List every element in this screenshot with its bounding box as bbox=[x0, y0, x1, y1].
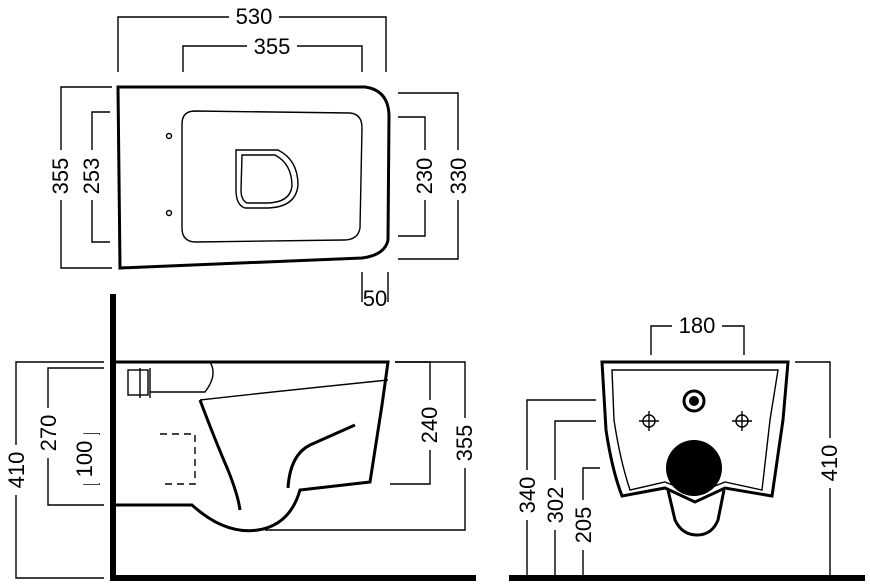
fixing-hole-icon bbox=[165, 132, 173, 140]
wall-line bbox=[110, 294, 476, 581]
rear-view: 180 410 340 302 205 bbox=[509, 313, 865, 581]
dim-height-c: 205 bbox=[571, 507, 596, 544]
dim-side-total-height: 410 bbox=[4, 452, 29, 489]
side-view-inner-bowl bbox=[198, 399, 242, 511]
dim-front-offset: 50 bbox=[363, 286, 387, 311]
top-view-drain-inner bbox=[240, 154, 293, 204]
top-view-outline bbox=[116, 85, 391, 270]
dim-back-depth: 330 bbox=[446, 158, 471, 195]
top-view-inner-rim bbox=[181, 110, 363, 243]
waste-outlet-icon bbox=[666, 440, 722, 496]
dim-bolt-spacing: 180 bbox=[679, 313, 716, 338]
dim-seat-width: 355 bbox=[254, 34, 291, 59]
hidden-outlet bbox=[160, 433, 196, 485]
top-view: 530 355 355 253 230 330 50 bbox=[48, 4, 471, 311]
dim-overall-depth: 355 bbox=[48, 158, 73, 195]
rear-view-body bbox=[600, 360, 790, 504]
dim-height-a: 340 bbox=[515, 477, 540, 514]
fixing-hole-icon bbox=[165, 209, 173, 217]
dim-rear-total-height: 410 bbox=[817, 445, 842, 482]
dim-front-height: 355 bbox=[452, 425, 477, 462]
rear-view-outlet bbox=[666, 489, 726, 537]
dim-seat-depth: 230 bbox=[412, 158, 437, 195]
dim-rim-height: 240 bbox=[417, 407, 442, 444]
rear-view-inner-body bbox=[611, 369, 779, 495]
dim-overall-width: 530 bbox=[236, 4, 273, 29]
bolt-hole-icon bbox=[639, 411, 659, 431]
side-view-rim-top bbox=[199, 379, 389, 401]
side-view-inner-front bbox=[286, 423, 356, 489]
side-view-trapway bbox=[150, 361, 214, 393]
top-view-drain bbox=[235, 149, 299, 209]
dim-inner-depth: 253 bbox=[79, 158, 104, 195]
side-view: 410 270 100 240 355 bbox=[2, 294, 478, 581]
inlet-hole-icon bbox=[682, 389, 706, 413]
side-view-bowl bbox=[113, 360, 390, 533]
dim-height-b: 302 bbox=[543, 487, 568, 524]
bolt-hole-icon bbox=[732, 411, 752, 431]
dim-bowl-height: 270 bbox=[36, 415, 61, 452]
inlet-pipe bbox=[127, 369, 149, 396]
dim-inlet-height: 100 bbox=[72, 441, 97, 478]
